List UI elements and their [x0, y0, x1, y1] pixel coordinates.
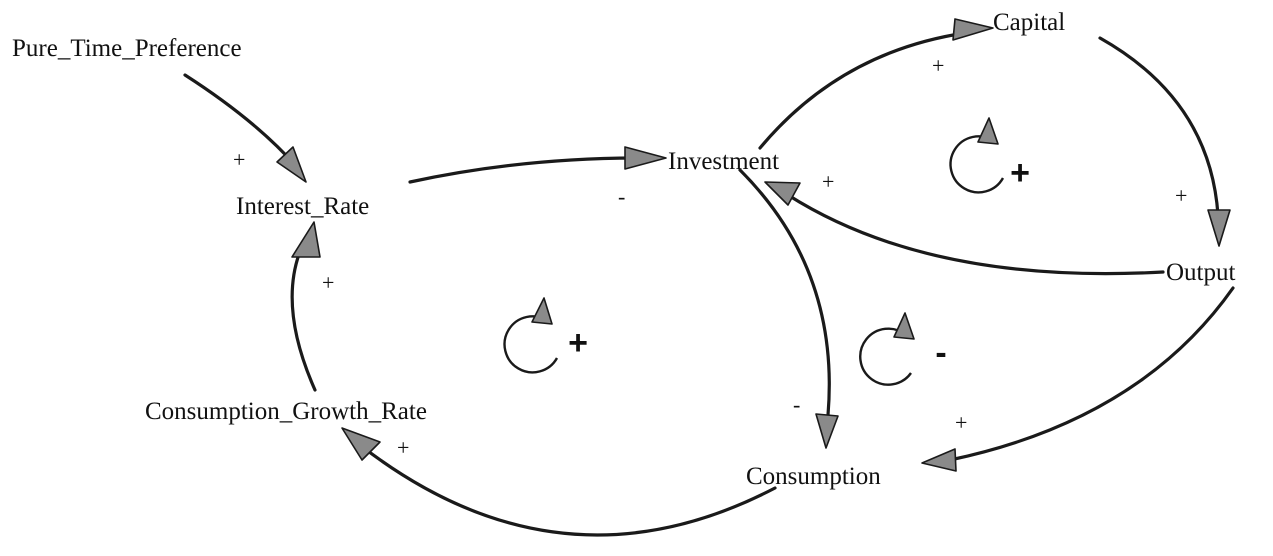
arrowhead-into-investment-from-output: [764, 181, 801, 206]
node-output: Output: [1166, 259, 1236, 286]
link-interest-rate-to-investment: [408, 156, 642, 184]
node-pure-time-preference: Pure_Time_Preference: [12, 35, 242, 62]
polarity-pure-time-preference-link: +: [233, 147, 245, 172]
loop-indicator-capital: +: [949, 117, 1030, 194]
node-consumption: Consumption: [746, 463, 881, 490]
polarity-capital-output-link: +: [1175, 183, 1187, 208]
loop-indicator-main: +: [503, 297, 588, 374]
polarity-interest-rate-link: -: [618, 184, 625, 209]
link-consumption-to-consumption-growth-rate: [358, 443, 777, 537]
link-output-to-consumption: [948, 286, 1235, 462]
link-output-to-investment: [786, 193, 1165, 276]
polarity-consumption-growth-link: +: [397, 435, 409, 460]
link-capital-to-output: [1098, 36, 1220, 217]
node-investment: Investment: [668, 148, 779, 175]
loop-indicator-consumption: -: [859, 312, 947, 386]
arrowhead-into-consumption-growth-rate: [341, 427, 381, 461]
node-interest-rate: Interest_Rate: [236, 193, 369, 220]
svg-text:-: -: [935, 334, 946, 372]
svg-text:+: +: [1010, 154, 1030, 192]
arrowhead-into-interest-rate: [276, 146, 307, 183]
polarity-output-consumption-link: +: [955, 410, 967, 435]
svg-text:+: +: [568, 324, 588, 362]
arrowhead-into-output: [1207, 209, 1231, 247]
polarity-investment-capital-link: +: [932, 53, 944, 78]
link-investment-to-consumption: [738, 168, 831, 417]
link-investment-to-capital: [758, 31, 967, 150]
arrowhead-into-capital: [952, 18, 994, 41]
link-consumption-growth-rate-to-interest-rate: [290, 238, 317, 392]
arrowhead-into-investment: [624, 146, 667, 170]
node-consumption-growth-rate: Consumption_Growth_Rate: [145, 398, 427, 425]
polarity-investment-consumption-link: -: [793, 392, 800, 417]
arrowhead-into-interest-rate-from-growth: [291, 221, 321, 258]
node-capital: Capital: [993, 9, 1065, 36]
arrowhead-into-consumption: [815, 413, 839, 449]
arrowhead-into-consumption-from-output: [921, 448, 957, 472]
polarity-output-investment-link: +: [822, 169, 834, 194]
polarity-growth-interest-link: +: [322, 270, 334, 295]
